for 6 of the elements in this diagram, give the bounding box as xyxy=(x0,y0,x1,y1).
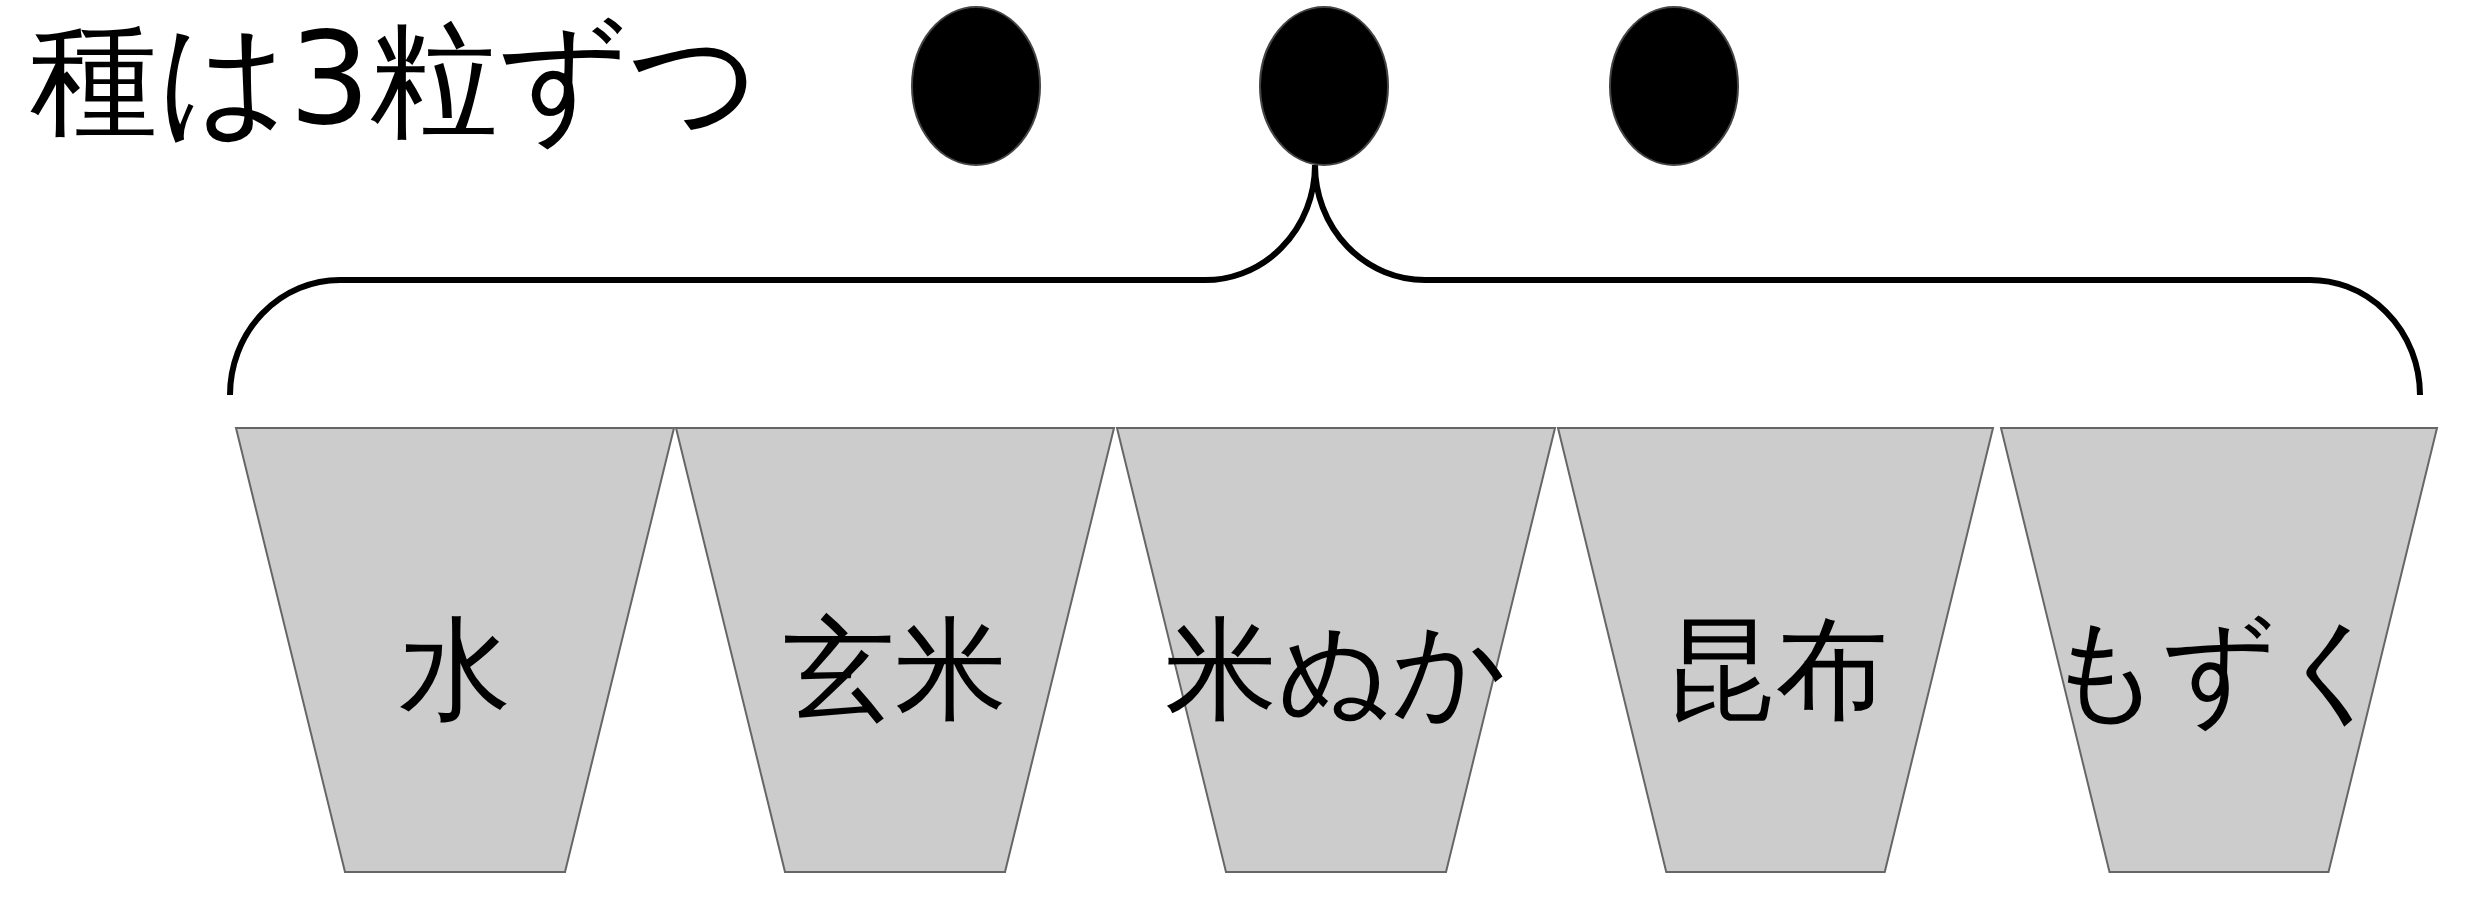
cup-label: 昆布 xyxy=(1662,603,1889,736)
cup-label: 玄米 xyxy=(782,603,1008,736)
cup-label: もずく xyxy=(2045,603,2393,736)
cup-label: 水 xyxy=(398,603,512,736)
heading-text: 種は3粒ずつ xyxy=(30,5,761,153)
cup-label: 米ぬか xyxy=(1164,603,1508,736)
